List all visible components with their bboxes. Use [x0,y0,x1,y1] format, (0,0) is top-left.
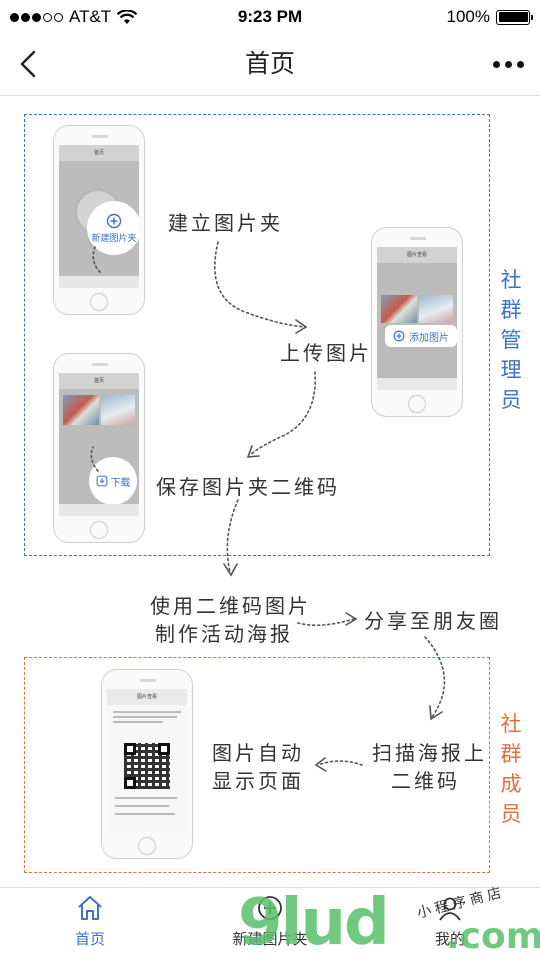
phone-mockup-download: 首页 下载 [53,353,145,543]
phone-screen: 首页 下载 [59,373,139,516]
step-poster-line2: 制作活动海报 [155,622,293,646]
tab-mine-label: 我的 [434,930,465,948]
phone-screen-title: 图片查看 [377,247,457,263]
battery-group: 100% [446,7,533,27]
chevron-left-icon [20,50,36,78]
plus-circle-icon [258,896,282,920]
home-icon [78,896,102,920]
step-save-qr: 保存图片夹二维码 [156,475,340,499]
add-picture-pill: 添加图片 [385,325,457,347]
step-display-line1: 图片自动 [212,741,304,765]
phone-screen: 图片查看 [107,689,187,832]
status-bar: AT&T 9:23 PM 100% [0,0,540,34]
phone-mockup-add-picture: 图片查看 添加图片 [371,227,463,417]
wifi-icon [117,9,138,24]
phone-mockup-poster: 图片查看 [101,669,193,859]
member-section-label: 社群成员 [500,712,522,826]
back-button[interactable] [12,46,48,82]
phone-mockup-new-folder: 首页 新建图片夹 [53,125,145,315]
page-title: 首页 [244,49,295,78]
tab-new-folder-label: 新建图片夹 [232,930,308,948]
arrow-poster-to-share [297,618,355,627]
battery-percent: 100% [446,7,490,26]
phone-screen: 图片查看 添加图片 [377,247,457,390]
tab-home-label: 首页 [74,930,105,948]
step-display-line2: 显示页面 [212,769,304,793]
nav-bar: 首页 [0,34,540,96]
download-icon [96,475,107,487]
carrier-group: AT&T [10,7,138,27]
carrier-name: AT&T [69,7,112,26]
plus-circle-icon [393,330,405,342]
tab-mine[interactable]: 我的 [390,894,510,949]
phone-screen-title: 首页 [59,373,139,389]
step-poster-line1: 使用二维码图片 [150,594,311,618]
battery-icon [496,9,533,25]
new-folder-bubble: 新建图片夹 [87,201,139,255]
step-scan-line1: 扫描海报上 [372,741,487,765]
admin-section-box [24,114,490,556]
phone-screen-title: 首页 [59,145,139,161]
add-picture-label: 添加图片 [409,332,449,344]
download-label: 下载 [110,477,131,489]
tab-bar: 首页 新建图片夹 我的 [0,887,540,960]
phone-screen-title: 图片查看 [107,689,187,705]
phone-screen: 首页 新建图片夹 [59,145,139,288]
download-bubble: 下载 [89,457,137,505]
step-share: 分享至朋友圈 [364,609,502,633]
step-upload: 上传图片 [280,341,372,365]
more-dots-icon [492,60,500,68]
tab-new-folder[interactable]: 新建图片夹 [210,894,330,949]
tutorial-illustration: 社群管理员 首页 新建图片夹 图片查看 [0,97,540,887]
member-section-box [24,657,490,873]
tab-home[interactable]: 首页 [30,894,150,949]
more-button[interactable] [490,50,526,78]
admin-section-label: 社群管理员 [500,268,522,412]
new-folder-bubble-label: 新建图片夹 [91,233,137,244]
person-icon [439,897,461,921]
step-create-folder: 建立图片夹 [168,211,283,235]
step-scan-line2: 二维码 [391,769,460,793]
clock: 9:23 PM [237,7,303,26]
plus-circle-icon [106,213,122,228]
signal-icon [10,12,63,22]
